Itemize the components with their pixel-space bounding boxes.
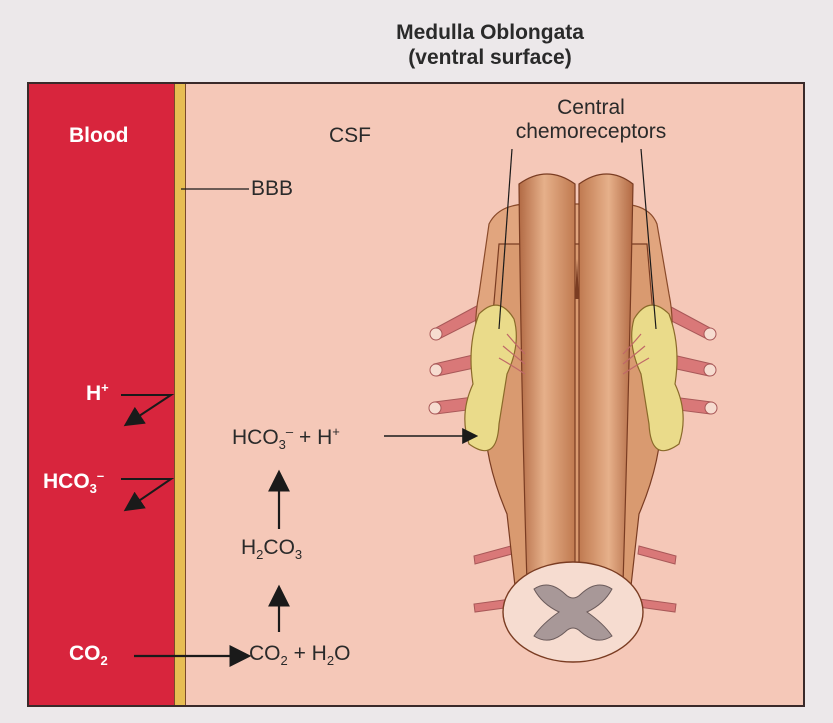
reaction-hco3-h: HCO3– + H+ [232,424,340,452]
diagram-title: Medulla Oblongata (ventral surface) [360,20,620,70]
chemoreceptor-leader-left [498,148,513,330]
chemoreceptor-label-2: chemoreceptors [491,120,691,144]
chemoreceptor-leader-right [640,148,657,330]
chemoreceptor-label-line-2: chemoreceptors [515,120,667,143]
blood-hco3-sup: – [96,468,105,483]
h2co3-co: CO [263,536,295,559]
right-pyramid [578,173,634,585]
title-line-2: (ventral surface) [408,46,572,69]
blood-h-base: H [86,382,102,405]
reaction-h2co3: H2CO3 [241,536,302,562]
left-pyramid [518,173,576,585]
co2-text: CO [249,642,281,665]
hco3-sup: – [285,424,294,439]
blood-h-ion: H+ [86,380,109,406]
csf-label: CSF [329,124,371,147]
blood-label: Blood [69,124,129,147]
medulla-illustration [121,148,718,667]
h-sup: + [332,424,340,439]
chemoreceptor-label: Central [511,96,671,120]
bbb-label: BBB [251,177,294,200]
hco3-text: HCO [232,426,279,449]
h2co3-h: H [241,536,257,559]
h2co3-co-sub: 3 [294,547,303,563]
title-line-1: Medulla Oblongata [396,21,584,44]
reaction-co2-h2o: CO2 + H2O [249,642,350,668]
hco3-sub: 3 [278,437,286,453]
blood-h-sup: + [101,380,109,395]
blood-hco3-base: HCO [43,470,90,493]
diagram-frame: Blood CSF BBB Central chemoreceptors H + … [27,82,805,707]
blood-co2-base: CO [69,642,101,665]
blood-hco3-sub: 3 [89,481,97,497]
right-chemoreceptor-area [631,304,684,452]
plus-h2o-text: + H [287,642,327,665]
h2co3-h-sub: 2 [256,547,264,563]
left-chemoreceptor-area [464,304,517,452]
blood-co2: CO2 [69,642,108,668]
gray-matter [533,584,613,641]
blood-co2-sub: 2 [100,653,108,669]
co2-sub: 2 [280,653,288,669]
blood-hco3-ion: HCO3– [43,468,104,496]
blood-brain-barrier [174,84,186,705]
h2o-o: O [334,642,351,665]
plus-h-text: + H [293,426,333,449]
chemoreceptor-label-line-1: Central [557,96,625,119]
h2o-sub: 2 [326,653,335,669]
